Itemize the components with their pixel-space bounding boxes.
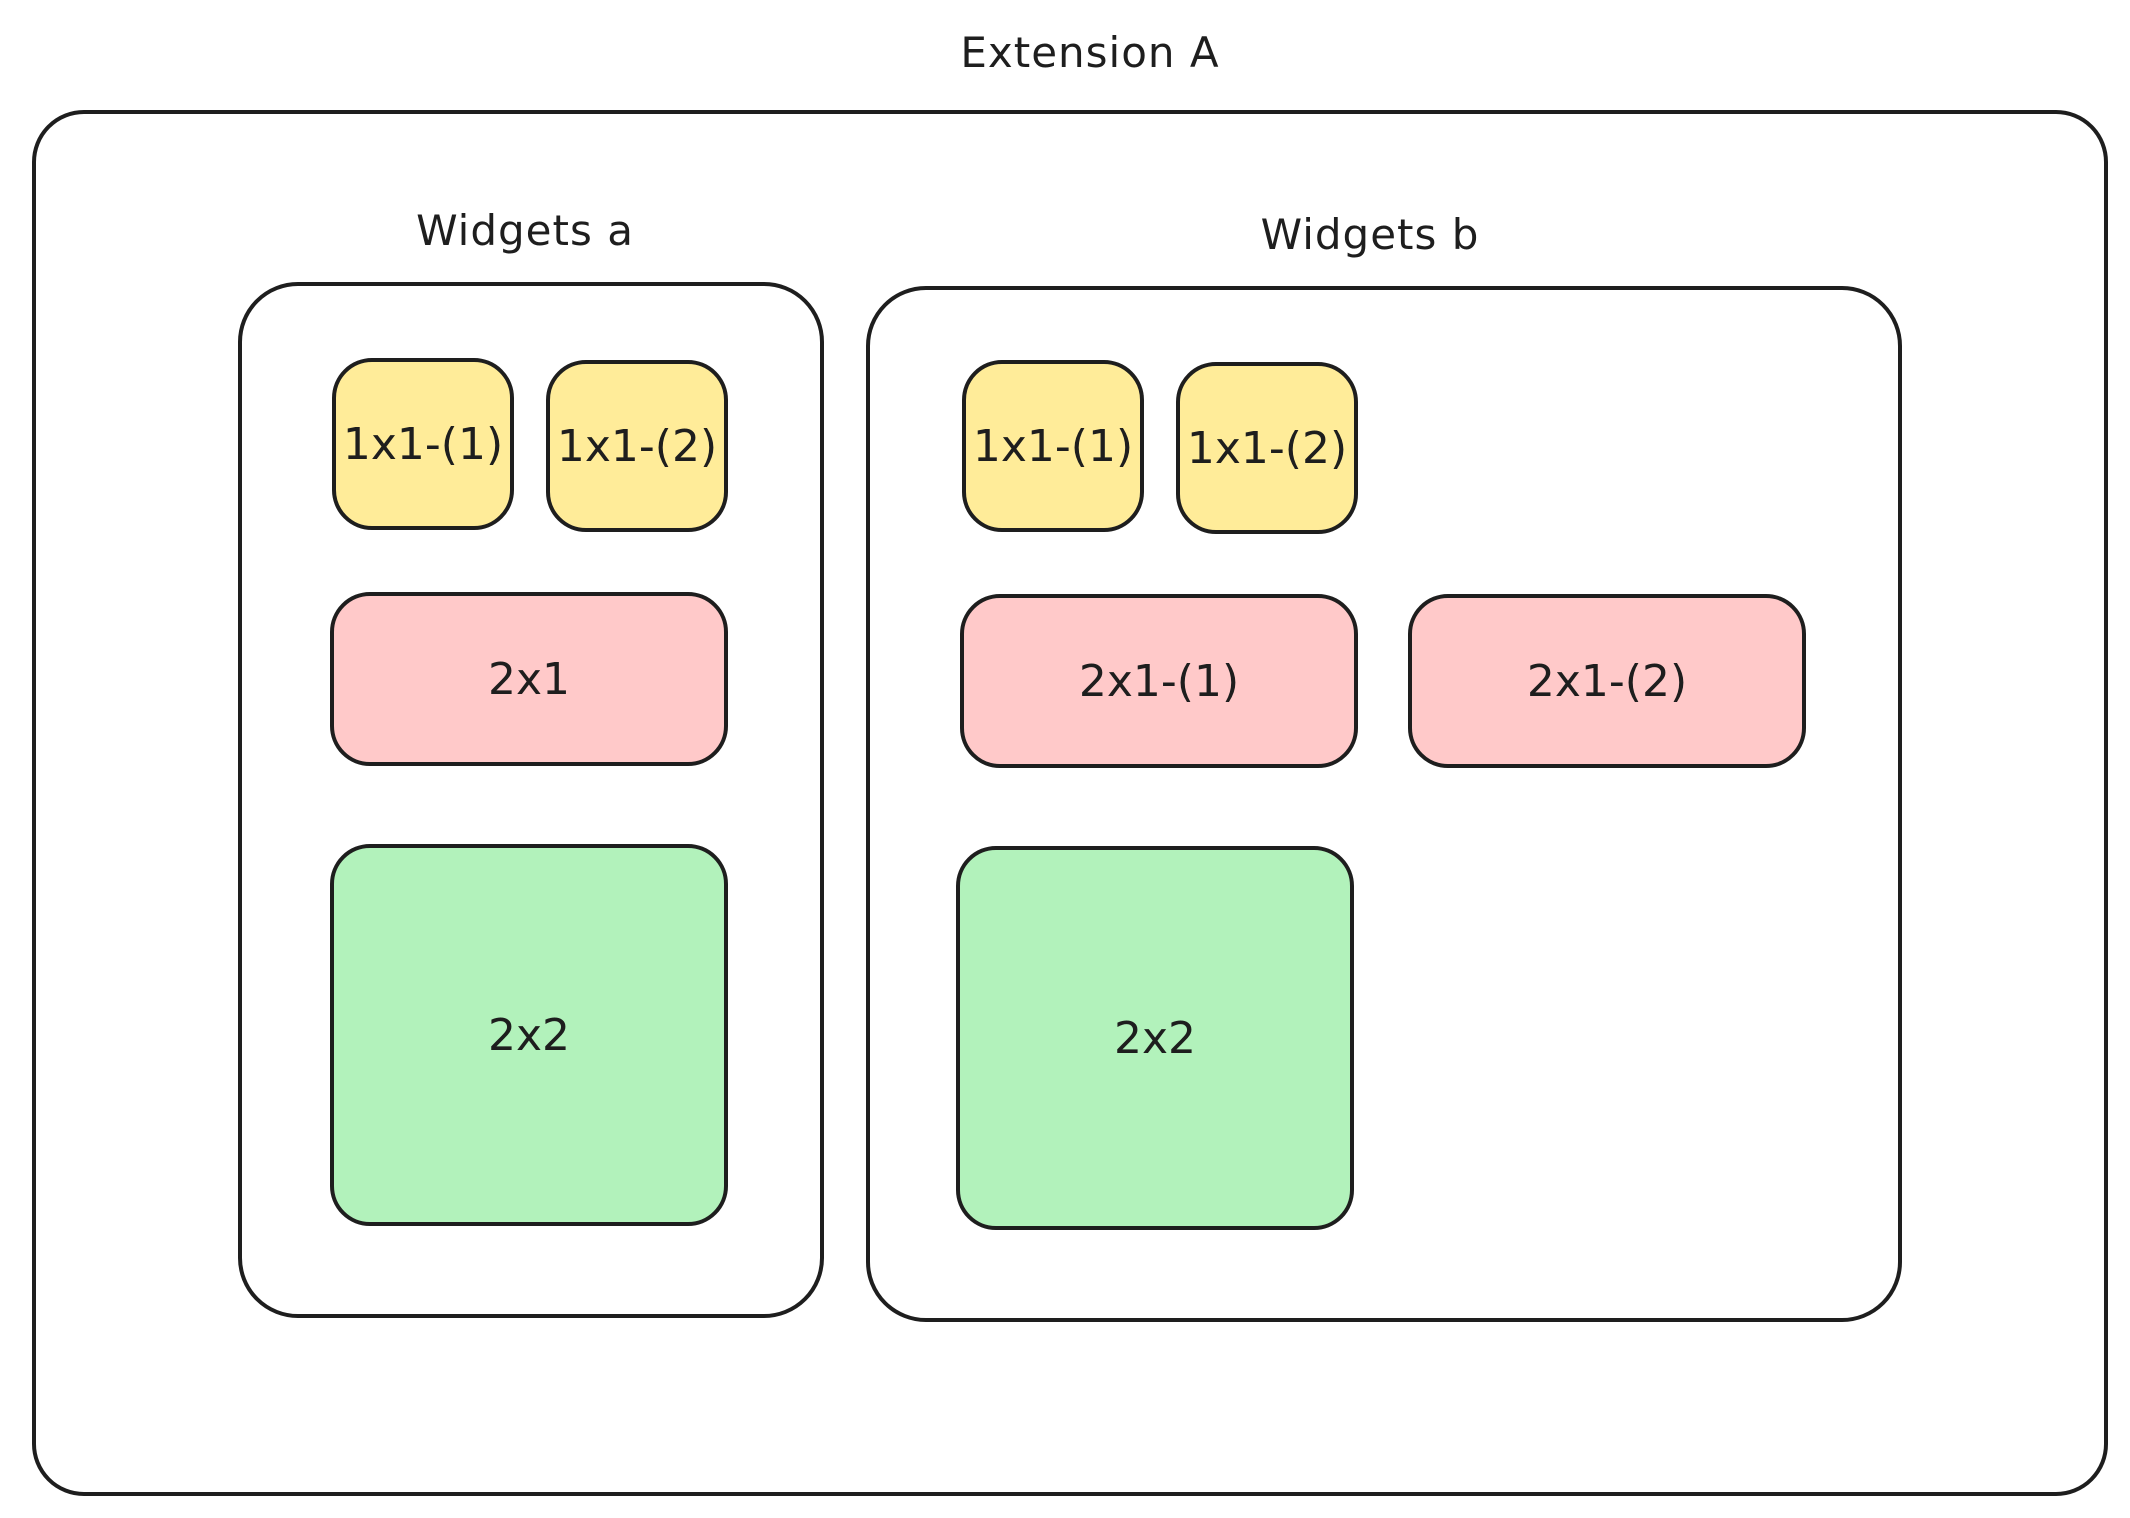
extension-title: Extension A (960, 28, 1220, 77)
widget-a-2x1[interactable]: 2x1 (330, 592, 728, 766)
widget-b-1x1-1[interactable]: 1x1-(1) (962, 360, 1144, 532)
widgets-a-title: Widgets a (416, 206, 634, 255)
widget-a-1x1-2[interactable]: 1x1-(2) (546, 360, 728, 532)
widget-b-2x1-1[interactable]: 2x1-(1) (960, 594, 1358, 768)
widget-a-1x1-1[interactable]: 1x1-(1) (332, 358, 514, 530)
widget-b-2x2[interactable]: 2x2 (956, 846, 1354, 1230)
widget-b-2x1-2[interactable]: 2x1-(2) (1408, 594, 1806, 768)
widget-a-2x2[interactable]: 2x2 (330, 844, 728, 1226)
widgets-b-title: Widgets b (1260, 210, 1480, 259)
widget-b-1x1-2[interactable]: 1x1-(2) (1176, 362, 1358, 534)
